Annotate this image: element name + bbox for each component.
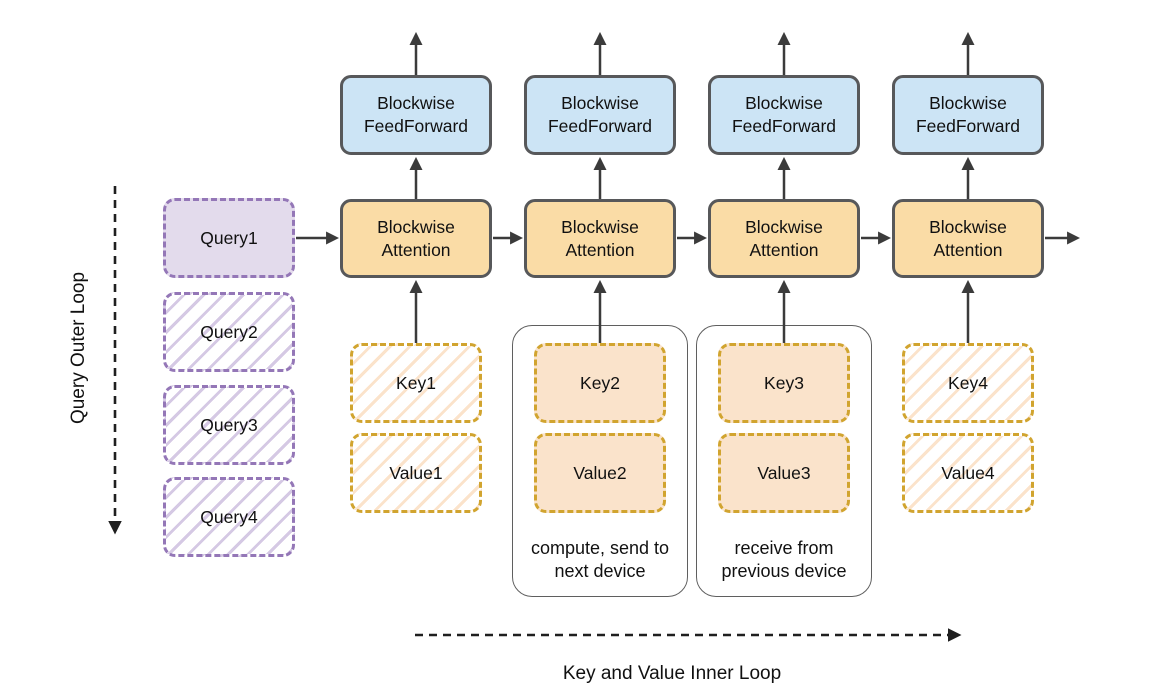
attention-box-3: Blockwise Attention [708,199,860,278]
kv-to-attention-arrows [409,279,975,346]
query4-label: Query4 [200,506,258,527]
attention-box-1: Blockwise Attention [340,199,492,278]
query1-box: Query1 [163,198,295,278]
query3-label: Query3 [200,414,258,435]
feedforward-box-3: Blockwise FeedForward [708,75,860,155]
query3-box: Query3 [163,385,295,465]
value4-box: Value4 [902,433,1034,513]
feedforward-output-arrows [409,31,975,76]
value3-box: Value3 [718,433,850,513]
device-caption-receive: receive from previous device [721,538,847,581]
value1-box: Value1 [350,433,482,513]
query-outer-loop-label: Query Outer Loop [68,271,89,425]
feedforward-box-2: Blockwise FeedForward [524,75,676,155]
device-caption-send: compute, send to next device [530,538,670,581]
query4-box: Query4 [163,477,295,557]
attention-to-feedforward-arrows [409,156,975,200]
feedforward-box-1: Blockwise FeedForward [340,75,492,155]
key1-box: Key1 [350,343,482,423]
attention-box-2: Blockwise Attention [524,199,676,278]
key4-box: Key4 [902,343,1034,423]
feedforward-box-4: Blockwise FeedForward [892,75,1044,155]
kv-inner-loop-label: Key and Value Inner Loop [562,663,782,684]
query1-label: Query1 [200,227,258,248]
key3-box: Key3 [718,343,850,423]
value2-box: Value2 [534,433,666,513]
key2-box: Key2 [534,343,666,423]
attention-box-4: Blockwise Attention [892,199,1044,278]
query2-label: Query2 [200,321,258,342]
query2-box: Query2 [163,292,295,372]
